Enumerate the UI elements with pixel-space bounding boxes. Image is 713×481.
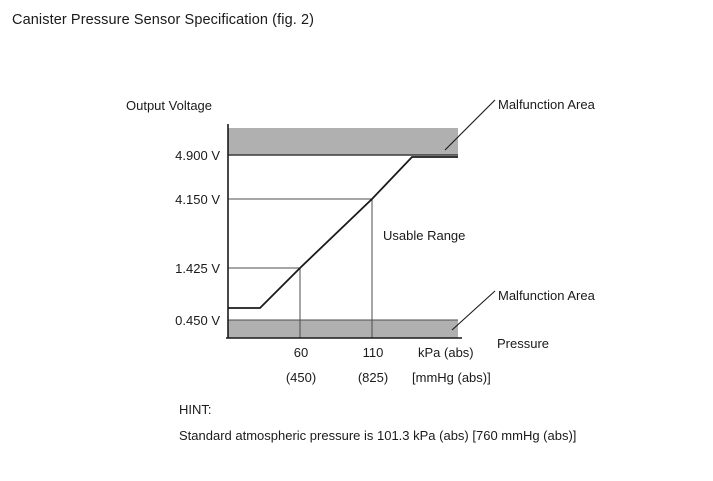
- hint-label: HINT:: [179, 402, 212, 417]
- annotation-malfunction-area-upper: Malfunction Area: [498, 97, 595, 112]
- malfunction-band-upper: [228, 128, 458, 155]
- x-axis-unit-secondary: [mmHg (abs)]: [412, 370, 491, 385]
- sensor-output-curve: [228, 156, 458, 309]
- x-axis-unit-primary: kPa (abs): [418, 345, 474, 360]
- leader-line-lower: [451, 290, 496, 331]
- y-tick-label-4150: 4.150 V: [175, 192, 220, 207]
- annotation-usable-range: Usable Range: [383, 228, 466, 243]
- x-axis-title: Pressure: [497, 336, 550, 351]
- malfunction-band-lower: [228, 320, 458, 338]
- leader-line-upper: [444, 99, 496, 151]
- x-tick-label-825-mmhg: (825): [357, 370, 389, 385]
- y-tick-label-0450: 0.450 V: [175, 313, 220, 328]
- annotation-malfunction-area-lower: Malfunction Area: [498, 288, 595, 303]
- y-tick-label-1425: 1.425 V: [175, 261, 220, 276]
- hint-text: Standard atmospheric pressure is 101.3 k…: [179, 428, 577, 443]
- x-tick-label-110-kpa: 110: [362, 345, 384, 360]
- y-axis-title: Output Voltage: [126, 98, 213, 113]
- x-tick-label-450-mmhg: (450): [285, 370, 317, 385]
- y-tick-label-4900: 4.900 V: [175, 148, 220, 163]
- page-title: Canister Pressure Sensor Specification (…: [12, 12, 315, 28]
- x-tick-label-60-kpa: 60: [293, 345, 309, 360]
